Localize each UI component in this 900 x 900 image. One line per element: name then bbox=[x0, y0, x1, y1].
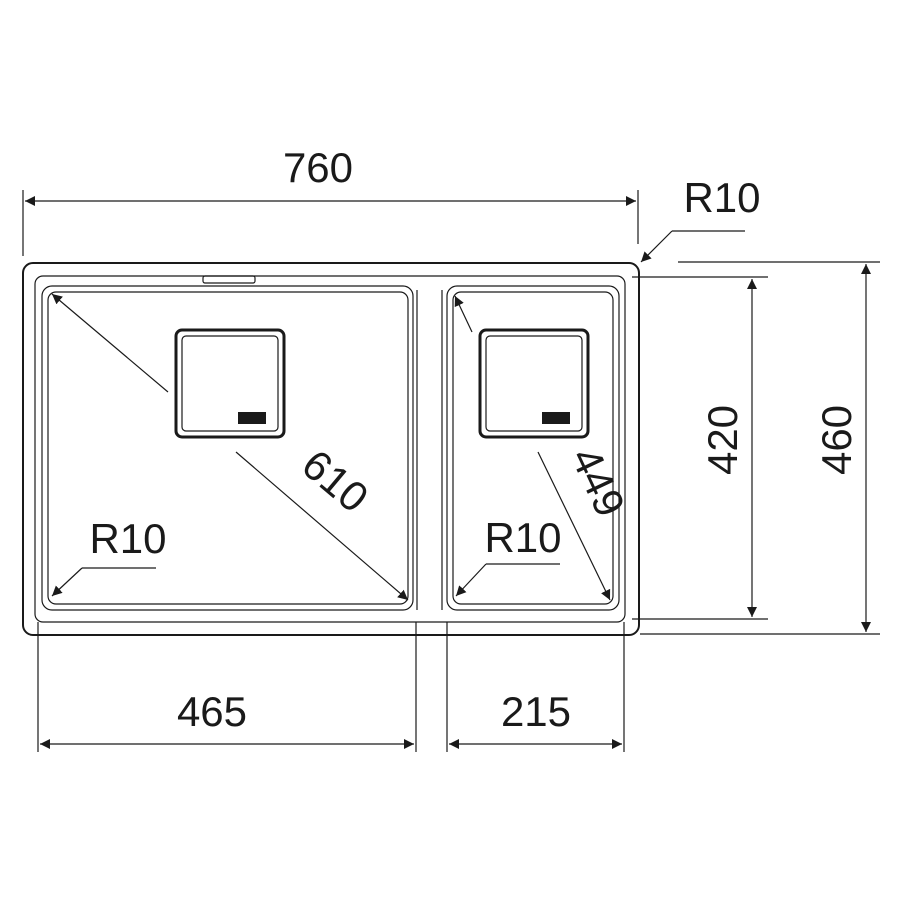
dim-610-arrow-upper bbox=[51, 293, 169, 393]
left-bowl-inner-outline bbox=[47, 291, 409, 605]
dim-449-arrow-lower bbox=[537, 451, 611, 601]
dim-420-label: 420 bbox=[699, 405, 746, 475]
sink-rim-outline bbox=[34, 275, 626, 623]
right-r10-arrow bbox=[455, 563, 487, 597]
right-strainer-logo bbox=[542, 412, 570, 424]
dim-215-label: 215 bbox=[501, 688, 571, 735]
dim-610-label: 610 bbox=[293, 440, 377, 521]
right-strainer-inner bbox=[485, 335, 583, 432]
left-r10-label: R10 bbox=[89, 515, 166, 562]
left-r10-arrow bbox=[51, 567, 83, 597]
outer-r10-label: R10 bbox=[683, 174, 760, 221]
right-strainer bbox=[478, 328, 590, 439]
dim-465-label: 465 bbox=[177, 688, 247, 735]
dim-760-label: 760 bbox=[283, 144, 353, 191]
dim-449-label: 449 bbox=[562, 440, 634, 523]
left-strainer-logo bbox=[238, 412, 266, 424]
dim-460-label: 460 bbox=[813, 405, 860, 475]
outer-r10-arrow bbox=[640, 230, 673, 263]
overflow-slot bbox=[202, 275, 256, 284]
dim-449-arrow-upper bbox=[454, 295, 473, 333]
dim-610-arrow-lower bbox=[235, 451, 409, 601]
sink-outer-outline bbox=[22, 262, 640, 636]
left-strainer-inner bbox=[181, 335, 279, 432]
right-bowl-inner-outline bbox=[452, 291, 614, 605]
left-bowl-outline bbox=[41, 285, 414, 611]
right-bowl-outline bbox=[446, 285, 620, 611]
left-strainer bbox=[174, 328, 286, 439]
right-r10-label: R10 bbox=[484, 514, 561, 561]
